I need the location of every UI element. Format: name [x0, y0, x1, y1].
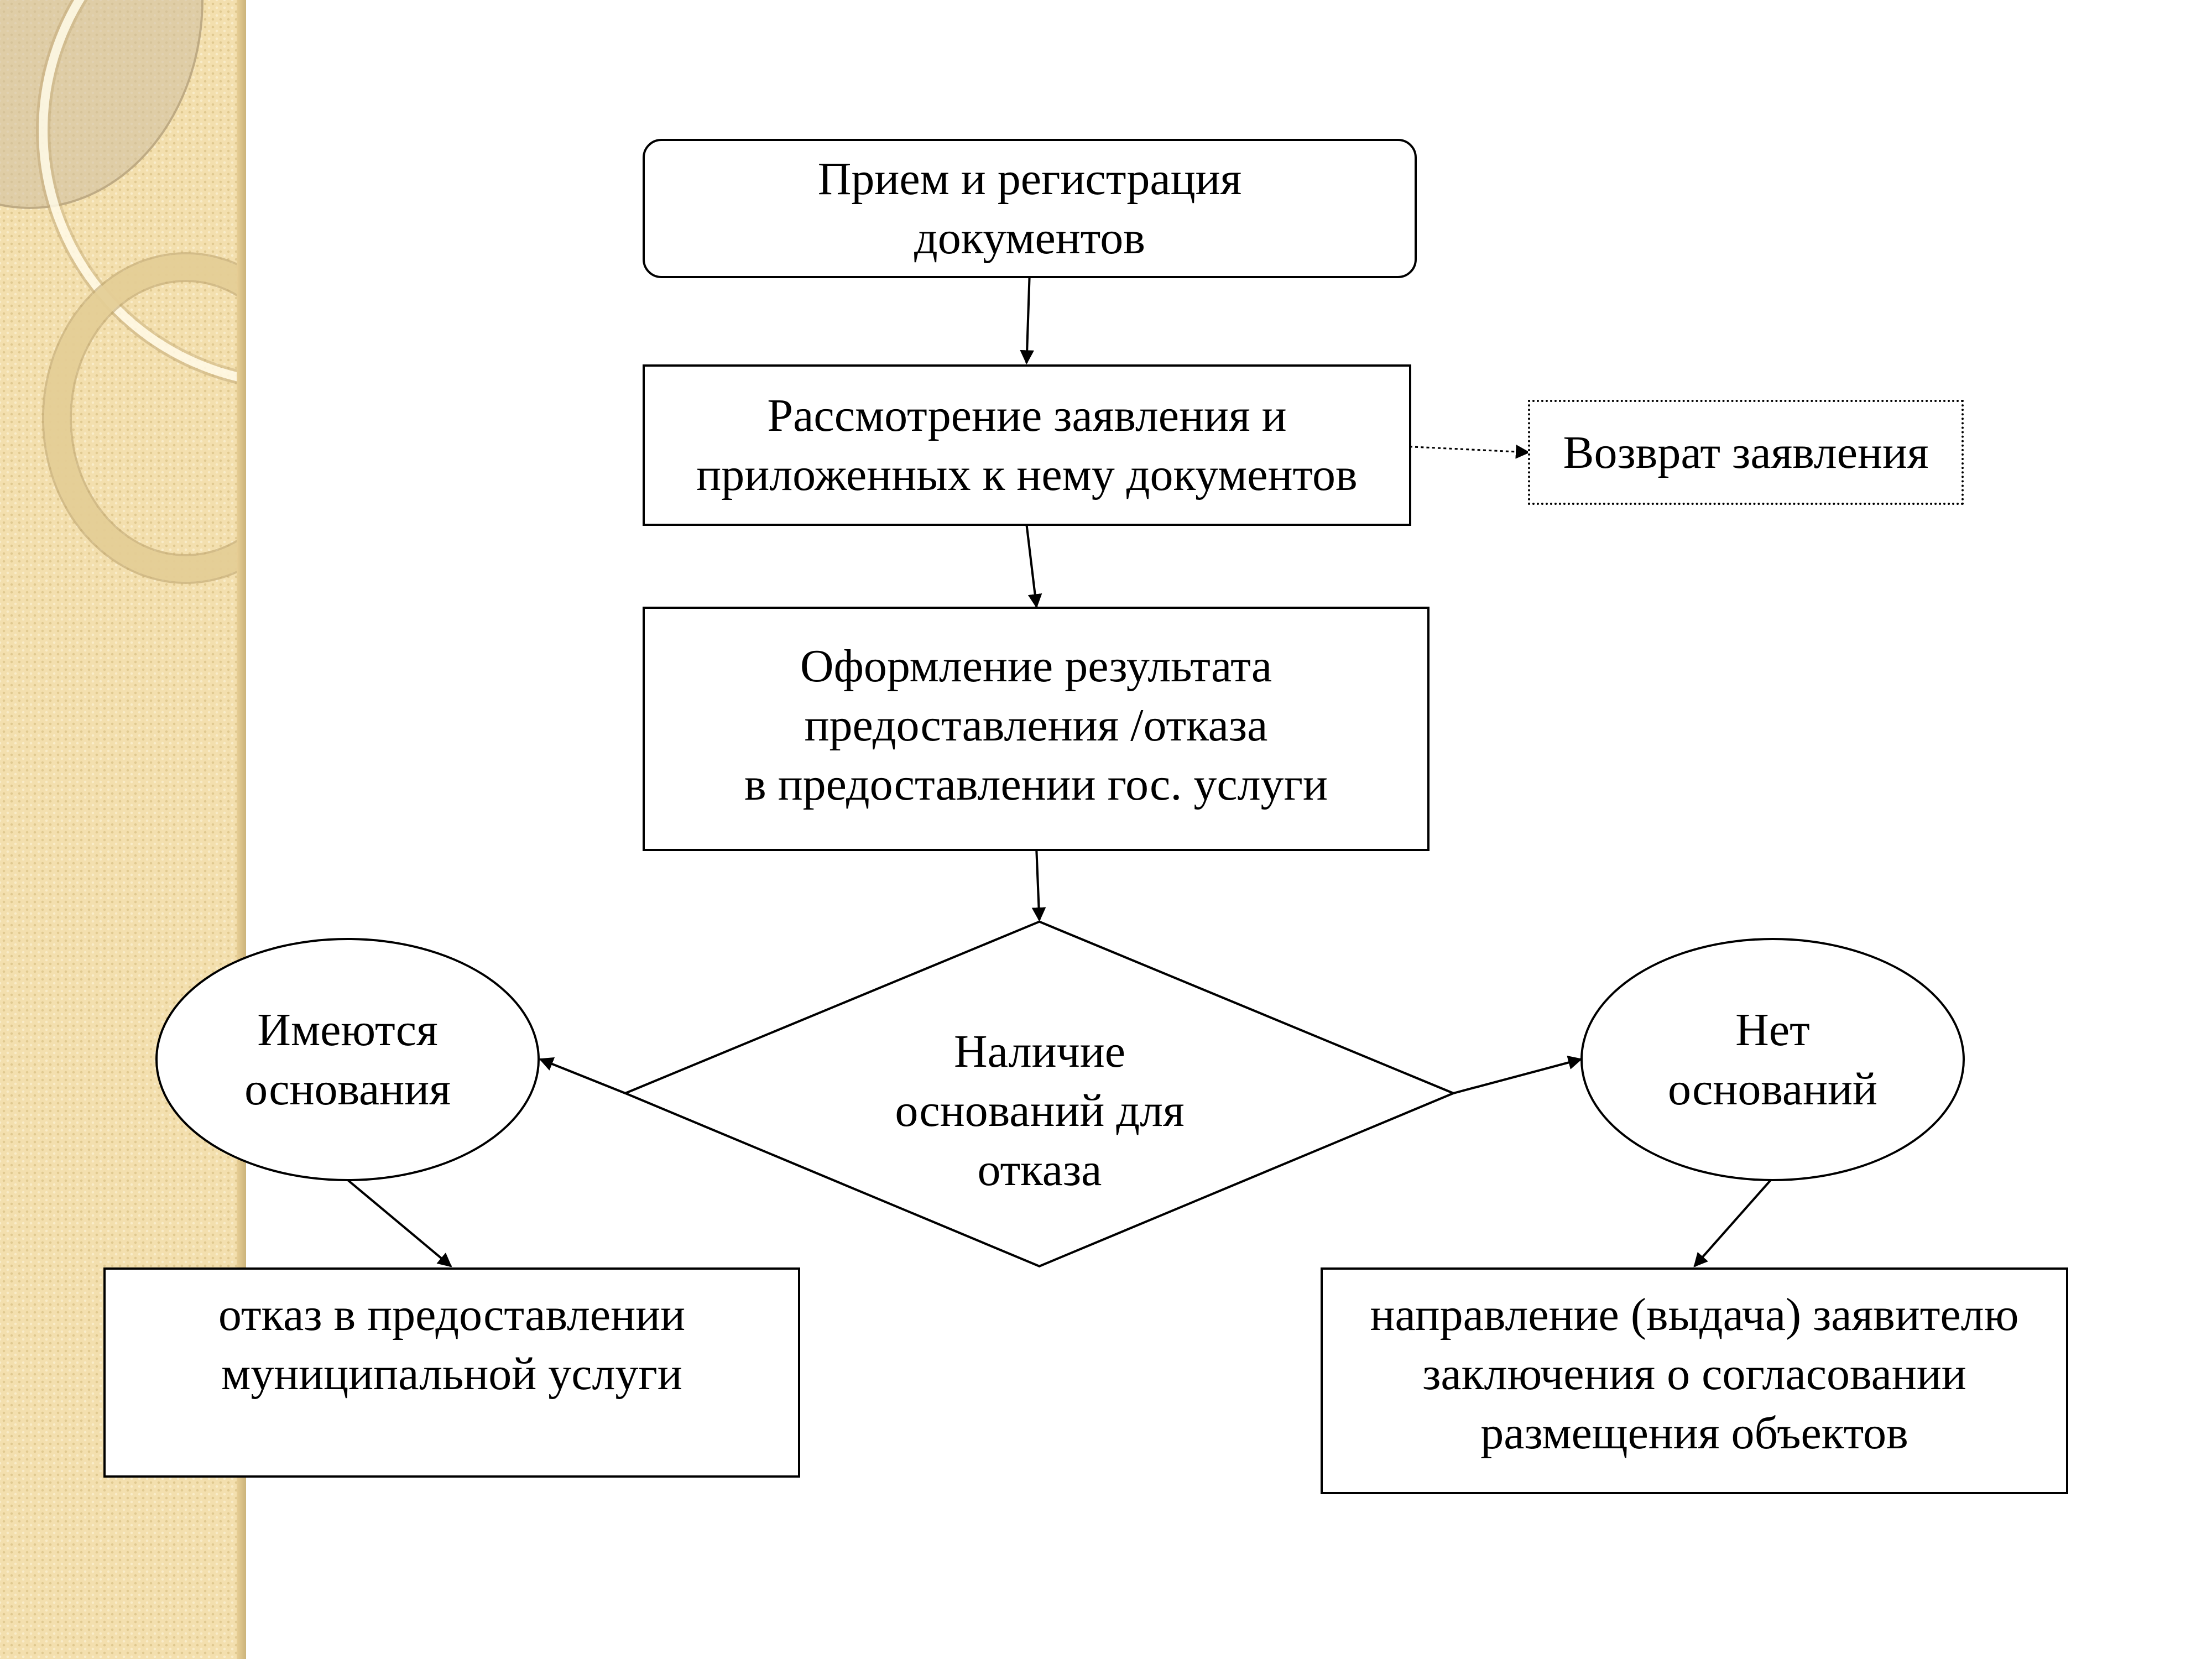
- sidebar-edge: [237, 0, 246, 1659]
- node-result: Оформление результата предоставления /от…: [643, 607, 1430, 851]
- node-return: Возврат заявления: [1528, 400, 1964, 505]
- edge-grounds-no-issue: [1693, 1178, 1772, 1267]
- node-grounds-yes: Имеются основания: [155, 938, 540, 1181]
- node-refusal: отказ в предоставлении муниципальной усл…: [103, 1267, 800, 1478]
- edge-review-result: [1025, 524, 1042, 608]
- edge-grounds-yes-refusal: [346, 1178, 452, 1267]
- node-issue: направление (выдача) заявителю заключени…: [1321, 1267, 2068, 1494]
- node-grounds-no: Нет оснований: [1580, 938, 1965, 1181]
- edge-review-return: [1409, 445, 1530, 459]
- edge-reception-review: [1020, 278, 1034, 364]
- edge-decision-grounds-yes: [539, 1057, 626, 1094]
- node-review: Рассмотрение заявления и приложенных к н…: [643, 364, 1411, 526]
- decision-diamond: [622, 920, 1457, 1267]
- decorative-sidebar: [0, 0, 246, 1659]
- decision-label: Наличие оснований для отказа: [895, 1026, 1185, 1196]
- edge-decision-grounds-no: [1453, 1055, 1583, 1094]
- node-reception: Прием и регистрация документов: [643, 139, 1417, 278]
- edge-result-decision: [1031, 851, 1046, 922]
